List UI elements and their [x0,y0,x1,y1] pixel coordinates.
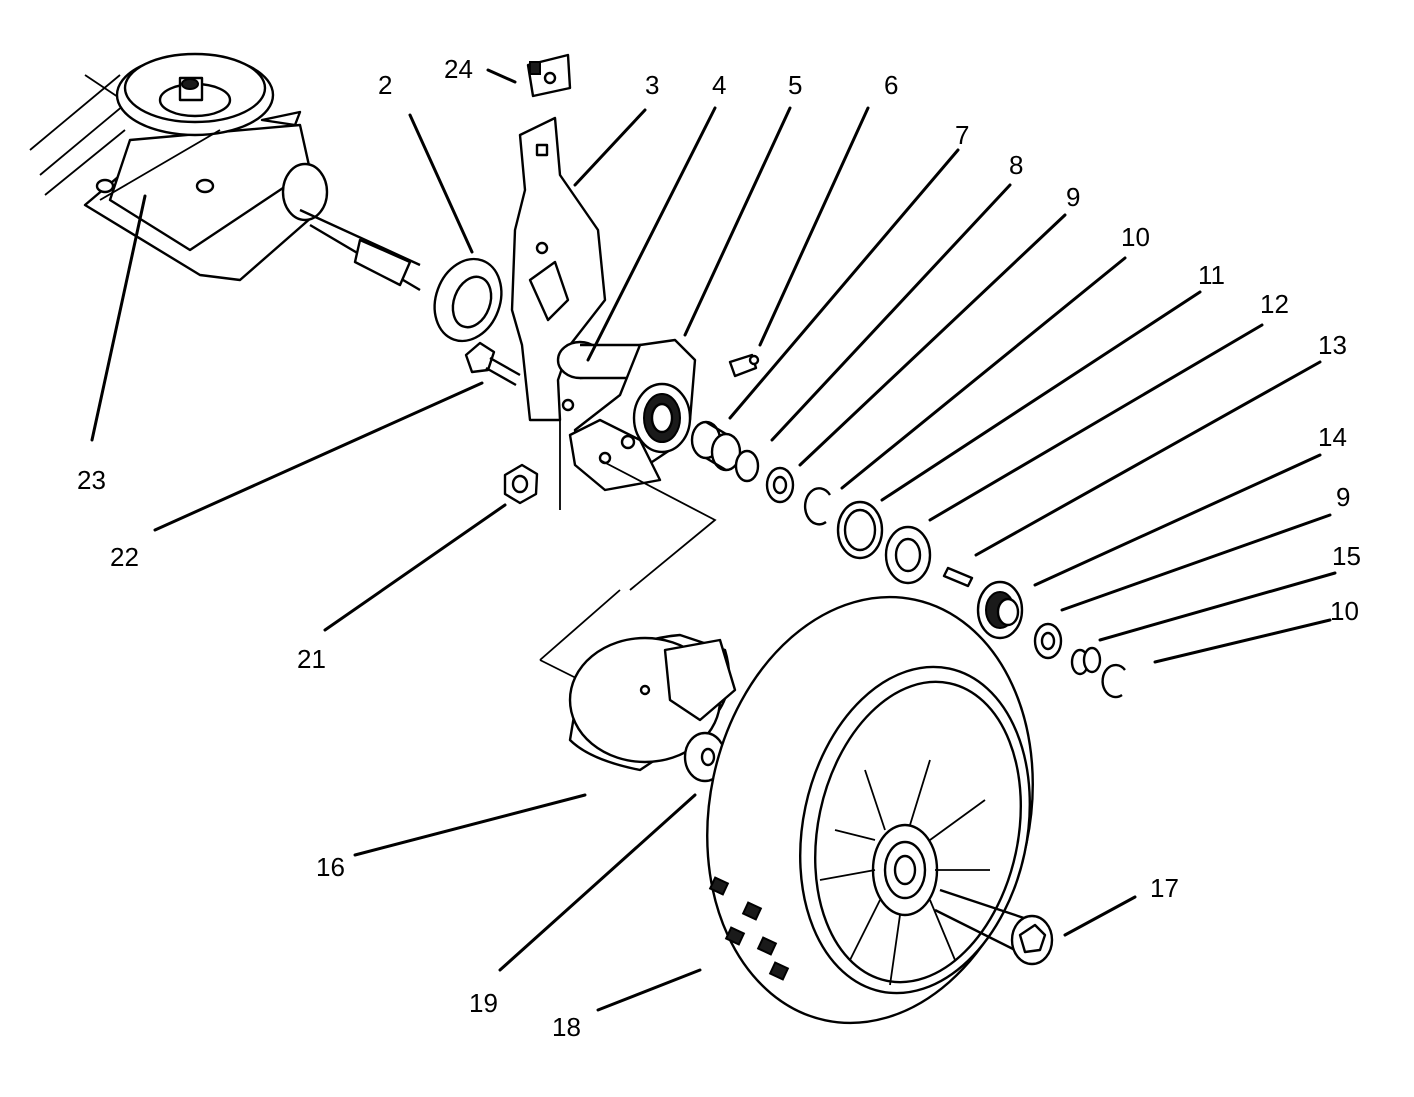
callout-13: 13 [1318,330,1347,360]
callout-3: 3 [645,70,659,100]
part-15-bushing [1070,646,1102,676]
callout-labels: 2 3 4 5 6 7 8 9 10 11 12 13 14 9 15 10 1… [77,54,1361,1042]
callout-4: 4 [712,70,726,100]
part-10-ring-2 [1101,663,1126,699]
part-22-bolt [464,341,521,387]
callout-17: 17 [1150,873,1179,903]
callout-14: 14 [1318,422,1347,452]
callout-24: 24 [444,54,473,84]
callout-15: 15 [1332,541,1361,571]
leader-lines [90,68,1337,1012]
part-16-wheel-cover [568,633,737,772]
part-5-fitting [728,353,760,378]
callout-18: 18 [552,1012,581,1042]
part-12-bearing [884,525,932,585]
part-7-bushing [690,420,742,472]
part-8-washer [734,449,760,483]
callout-21: 21 [297,644,326,674]
callout-19: 19 [469,988,498,1018]
callout-6: 6 [884,70,898,100]
part-17-axle-bolt [934,888,1054,966]
callout-9: 9 [1066,182,1080,212]
callout-5: 5 [788,70,802,100]
gearbox-housing [29,52,421,292]
callout-22: 22 [110,542,139,572]
part-11-washer [836,500,884,560]
callout-10-second: 10 [1330,596,1359,626]
callout-10: 10 [1121,222,1150,252]
callout-7: 7 [955,120,969,150]
part-9-washer [765,466,795,504]
part-18-wheel [706,595,1034,1025]
callout-9-second: 9 [1336,482,1350,512]
part-10-ring [803,487,832,526]
callout-2: 2 [378,70,392,100]
part-2-washer [433,257,503,343]
assembly-guide-line [539,420,717,681]
part-9-washer-2 [1033,622,1063,660]
callout-12: 12 [1260,289,1289,319]
part-4-housing [556,338,697,492]
part-14-gear [976,580,1024,640]
part-3-bracket [510,116,607,422]
part-13-key [942,566,974,588]
callout-8: 8 [1009,150,1023,180]
callout-16: 16 [316,852,345,882]
part-21-nut [503,463,539,505]
part-24-key [526,53,572,98]
callout-23: 23 [77,465,106,495]
callout-11: 11 [1198,260,1225,290]
